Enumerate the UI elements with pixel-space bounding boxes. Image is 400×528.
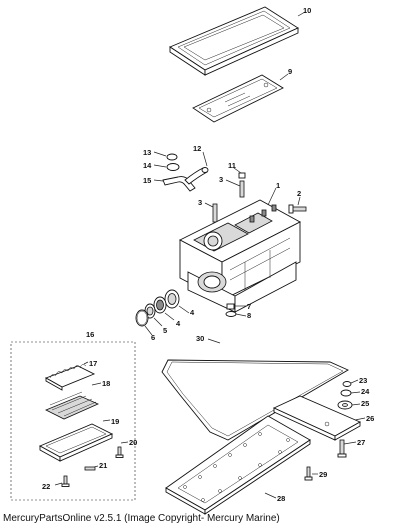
part-20-screw [115, 446, 124, 458]
callout-21: 21 [99, 461, 107, 470]
part-4-bearing-b [153, 296, 167, 314]
callout-9: 9 [288, 67, 292, 76]
callout-3: 3 [198, 198, 202, 207]
callout-11: 11 [228, 161, 236, 170]
callout-13: 13 [143, 148, 151, 157]
part-17-clip-comb [44, 364, 96, 391]
part-3-stud [239, 180, 245, 198]
part-2-bolt [288, 204, 307, 214]
part-4-bearing-a [164, 289, 180, 309]
callout-1: 1 [276, 181, 280, 190]
part-7-plug [226, 303, 235, 310]
part-30-seal-strip [161, 359, 349, 441]
part-10-gasket-frame [169, 6, 299, 76]
part-25-washer [337, 400, 353, 410]
part-3-stud-left [212, 203, 218, 223]
callout-14: 14 [143, 161, 152, 170]
callout-16: 16 [86, 330, 94, 339]
callout-28: 28 [277, 494, 285, 503]
part-23-nut [342, 381, 352, 387]
part-9-plate-gasket [192, 74, 284, 123]
part-28-base-plate [165, 415, 311, 515]
callout-5: 5 [163, 326, 167, 335]
callout-17: 17 [89, 359, 97, 368]
callout-8: 8 [247, 311, 251, 320]
callout-20: 20 [129, 438, 137, 447]
callout-4: 4 [190, 308, 195, 317]
callout-27: 27 [357, 438, 365, 447]
callout-23: 23 [359, 376, 367, 385]
callout-15: 15 [143, 176, 151, 185]
callout-6: 6 [151, 333, 155, 342]
callout-18: 18 [102, 379, 110, 388]
part-14-oring [166, 163, 180, 171]
part-13-oring [166, 153, 178, 161]
copyright-footer: MercuryPartsOnline v2.5.1 (Image Copyrig… [3, 513, 280, 524]
inset-box-16 [10, 341, 136, 501]
callout-29: 29 [319, 470, 327, 479]
callout-12: 12 [193, 144, 201, 153]
part-24-washer [340, 389, 352, 397]
part-18-spring-clip [45, 391, 99, 420]
part-19-tray [38, 423, 114, 462]
callout-10: 10 [303, 6, 311, 15]
callout-24: 24 [361, 387, 370, 396]
part-27-bolt [337, 439, 347, 458]
callout-3-upper: 3 [219, 175, 223, 184]
part-22-screw [61, 475, 70, 487]
part-1-housing [179, 199, 301, 313]
part-11-nut [238, 172, 246, 179]
part-8-washer [225, 311, 237, 317]
part-6-oring [135, 309, 149, 327]
callout-4b: 4 [176, 319, 181, 328]
callout-30: 30 [196, 334, 204, 343]
callout-25: 25 [361, 399, 369, 408]
callout-26: 26 [366, 414, 374, 423]
part-21-pin [84, 466, 96, 471]
callout-7: 7 [247, 302, 251, 311]
callout-22: 22 [42, 482, 50, 491]
callout-2: 2 [297, 189, 301, 198]
part-12-hose [184, 167, 209, 185]
callout-19: 19 [111, 417, 119, 426]
part-29-screw [304, 466, 313, 481]
part-26-bracket [272, 395, 362, 441]
